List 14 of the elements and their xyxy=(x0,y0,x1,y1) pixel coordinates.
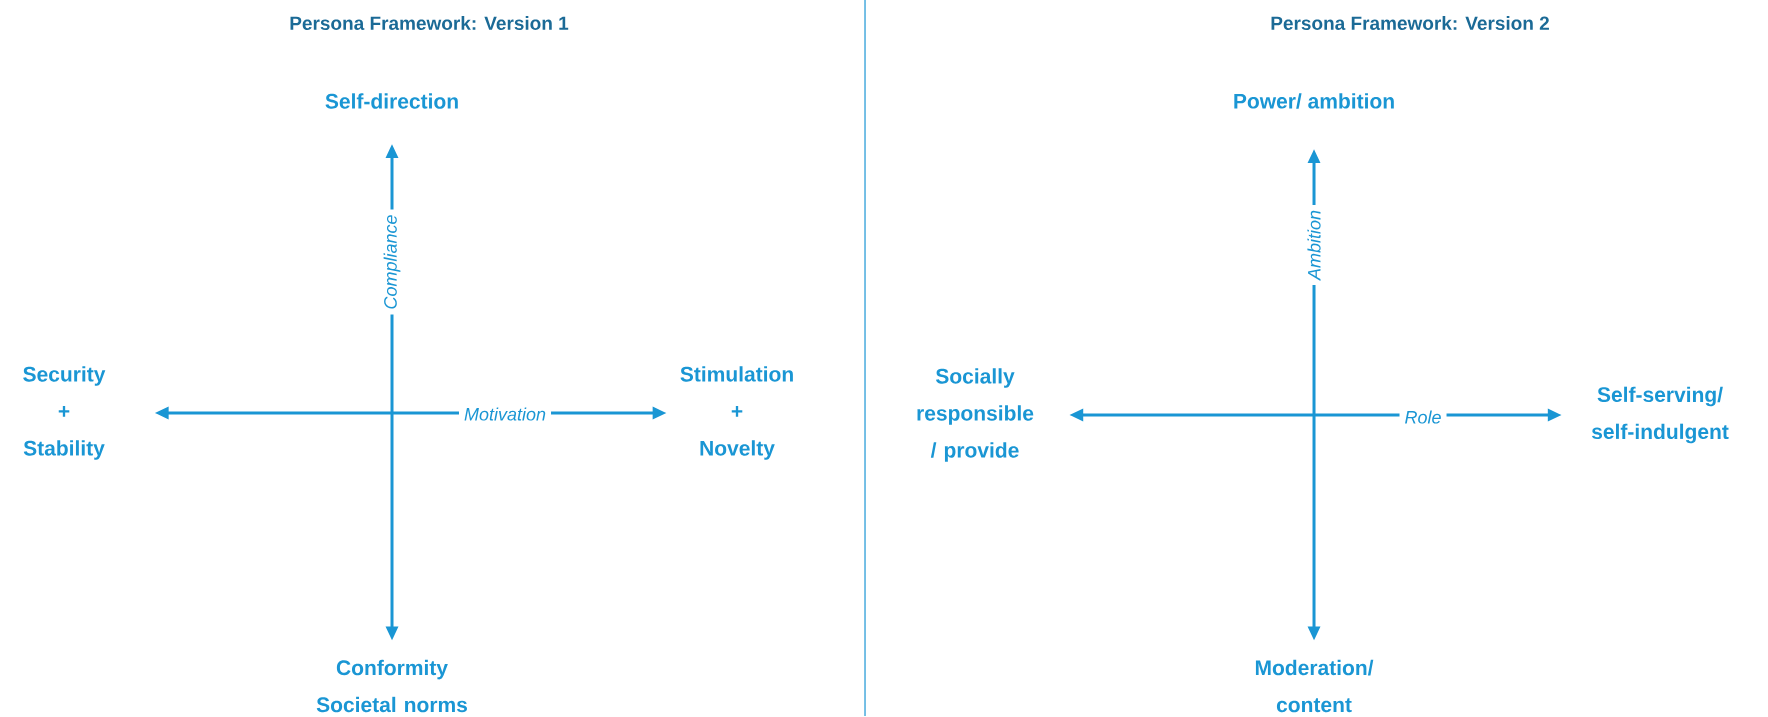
axis-end-label: Power/ ambition xyxy=(1234,93,1394,109)
axis-label: Role xyxy=(1399,405,1447,429)
panel-title: Persona Framework: Version 1 xyxy=(290,16,569,30)
axis-end-label: Moderation/ content xyxy=(1255,659,1374,713)
axis-label: Compliance xyxy=(378,209,406,315)
axis-label: Motivation xyxy=(459,402,552,426)
axis-end-label: Stimulation + Novelty xyxy=(680,366,793,460)
axis-end-label: Self-serving/ self-indulgent xyxy=(1591,386,1729,444)
axis-end-label: Socially responsible / provide xyxy=(917,368,1034,462)
axis-end-label: Security + Stability xyxy=(23,366,106,460)
axis-label: Ambition xyxy=(1302,205,1326,285)
axis-end-label: Self-direction xyxy=(325,93,458,109)
axis-end-label: Conformity Societal norms xyxy=(316,659,467,713)
panel-title: Persona Framework: Version 2 xyxy=(1271,16,1549,30)
